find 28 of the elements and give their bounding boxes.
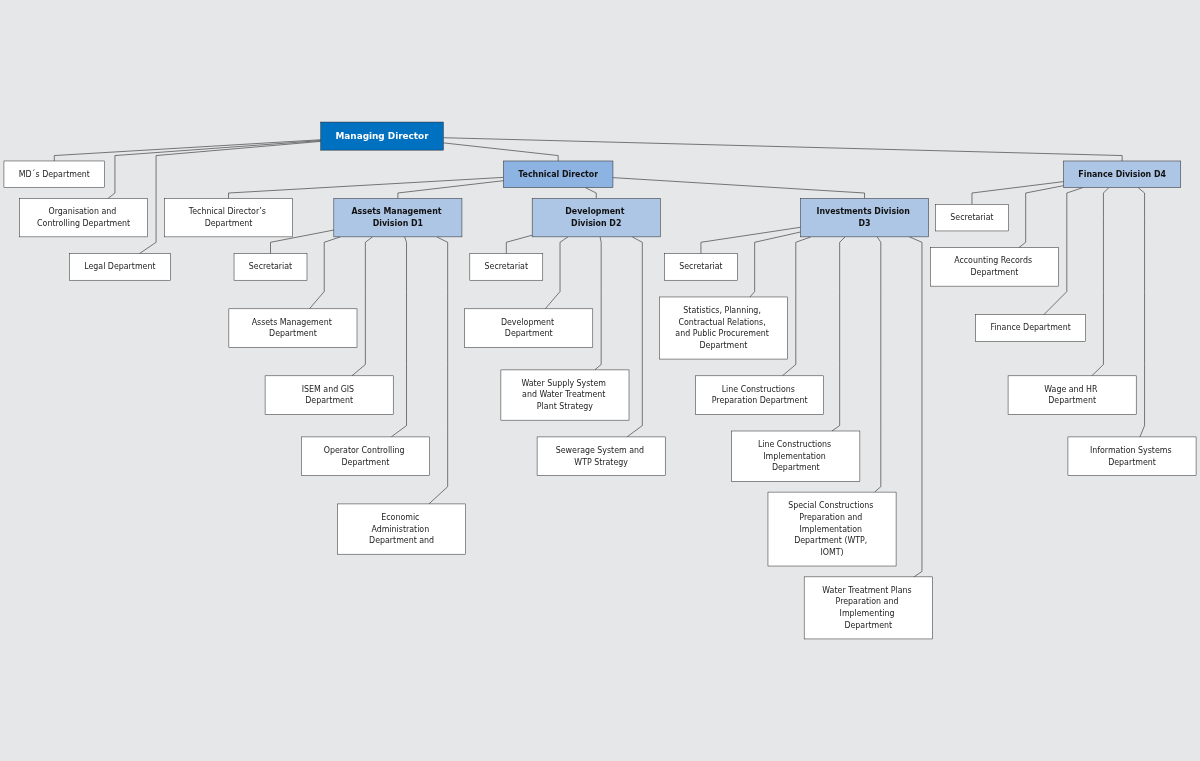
connector <box>139 141 322 254</box>
connector <box>626 236 643 438</box>
connector <box>443 137 1123 162</box>
connector <box>309 236 341 310</box>
connector <box>831 236 846 432</box>
connector <box>909 236 923 578</box>
connector <box>390 236 407 438</box>
connector <box>53 139 322 162</box>
connector <box>428 236 448 505</box>
connector <box>594 236 602 371</box>
connector <box>1137 187 1145 438</box>
connector <box>1018 185 1064 248</box>
connector <box>443 142 559 162</box>
connector <box>584 187 597 199</box>
connector <box>228 177 504 199</box>
connector <box>506 234 533 254</box>
connector <box>397 180 504 199</box>
connector <box>1091 187 1110 377</box>
connector <box>107 140 322 199</box>
node-box: Managing Director <box>320 121 444 151</box>
connector <box>270 229 335 254</box>
connector <box>544 236 569 310</box>
connector <box>874 236 882 493</box>
connector <box>749 231 801 298</box>
connector <box>351 236 373 377</box>
connector <box>971 181 1064 205</box>
connector <box>612 177 865 199</box>
connector <box>700 226 801 254</box>
